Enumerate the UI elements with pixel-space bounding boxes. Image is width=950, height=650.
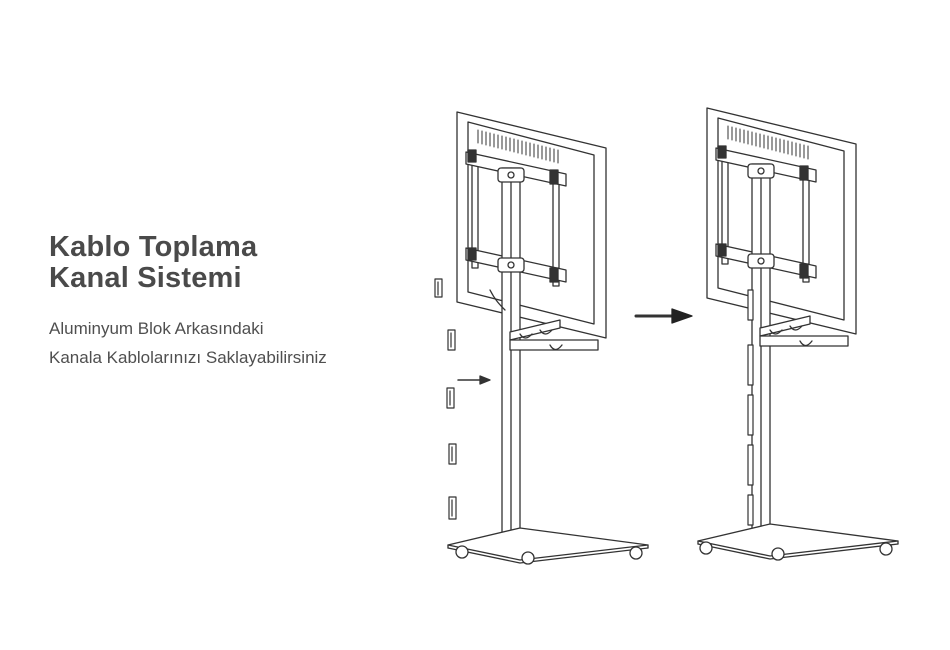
feature-title-line-2: Kanal Sistemi [49, 262, 242, 294]
feature-description-line-2: Kanala Kablolarınızı Saklayabilirsiniz [49, 348, 327, 367]
right-arrow-icon [634, 308, 693, 324]
feature-title-line-1: Kablo Toplama [49, 231, 258, 263]
feature-description-line-1: Aluminyum Blok Arkasındaki [49, 319, 264, 338]
tv-stand-after-icon [697, 107, 899, 561]
tv-stand-before-icon [434, 111, 649, 565]
feature-title: Kablo Toplama Kanal Sistemi [49, 232, 257, 294]
feature-description: Aluminyum Blok Arkasındaki Kanala Kablol… [49, 314, 327, 372]
